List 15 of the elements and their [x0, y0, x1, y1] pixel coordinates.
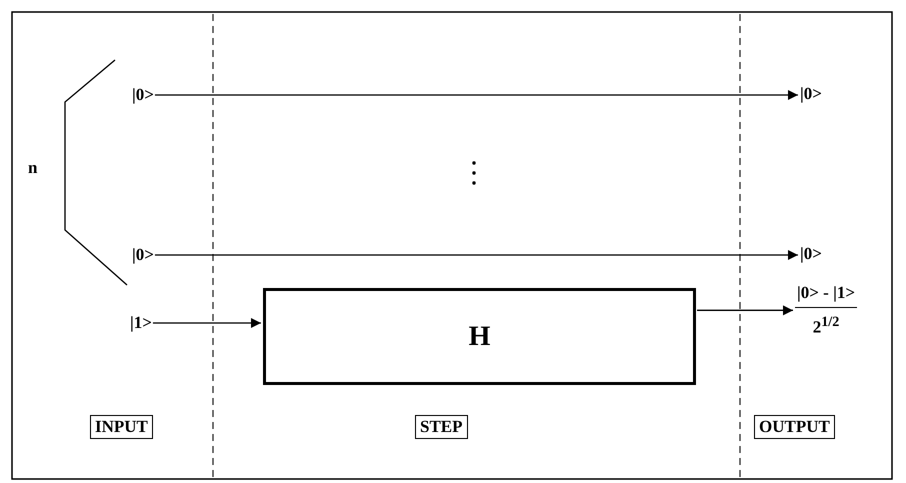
arrow [154, 250, 798, 260]
state-label: |1> [130, 313, 152, 333]
arrow [697, 305, 793, 316]
state-label: |0> [132, 85, 154, 105]
state-label: |0> [132, 245, 154, 265]
arrow [152, 318, 261, 328]
stage-label: OUTPUT [754, 415, 835, 439]
state-label: |0> [800, 84, 822, 104]
arrow [154, 90, 798, 100]
state-fraction: |0> - |1> 2$^{1/2}$ [795, 283, 858, 338]
stage-label: INPUT [90, 415, 153, 439]
stage-label: STEP [415, 415, 468, 439]
register-size-label: n [28, 158, 38, 178]
state-label: |0> [800, 244, 822, 264]
gate-box: H [263, 288, 696, 385]
